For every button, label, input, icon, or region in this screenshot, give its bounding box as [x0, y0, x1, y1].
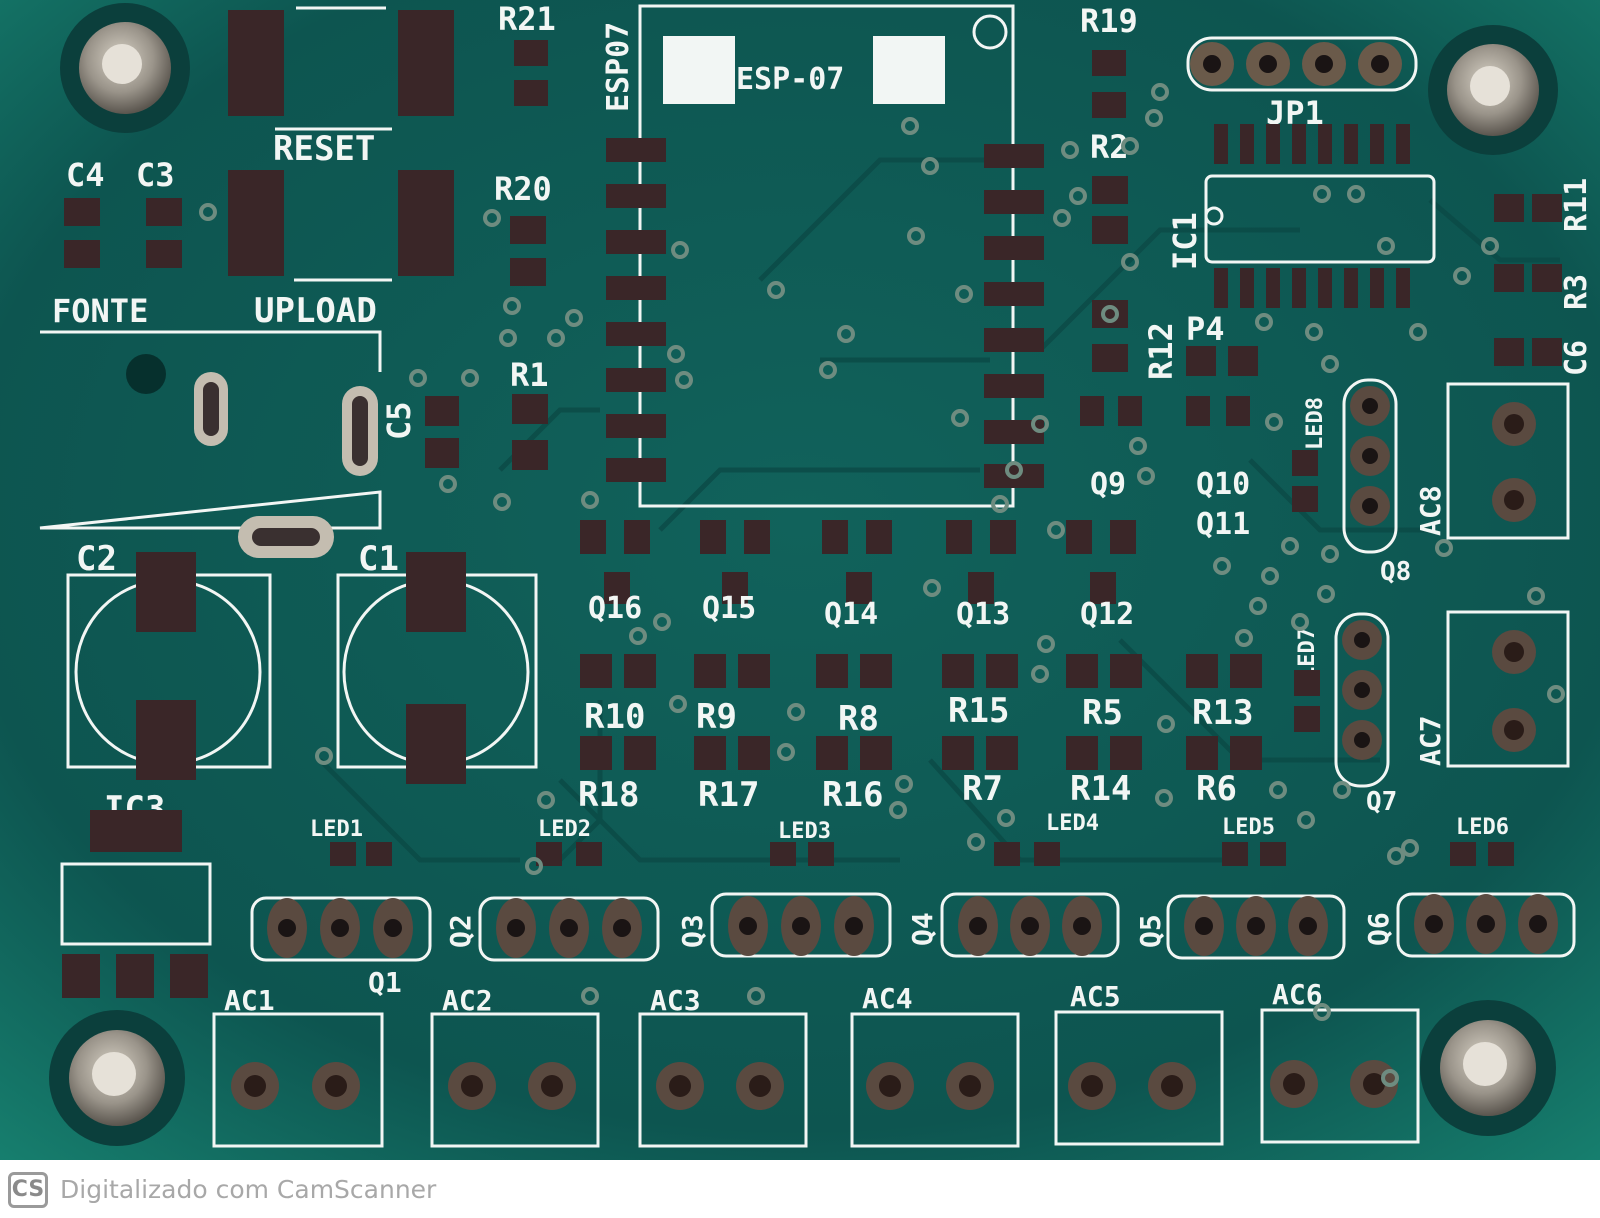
copper-traces — [318, 157, 1560, 863]
resistor-group-left: R21 R20 R1 — [494, 0, 556, 470]
q5-label: Q5 — [1134, 914, 1167, 948]
r11-label: R11 — [1559, 178, 1594, 232]
esp07-label: ESP-07 — [736, 62, 844, 97]
q10-label: Q10 — [1196, 467, 1250, 502]
q6-label: Q6 — [1362, 912, 1395, 946]
q1-label: Q1 — [368, 966, 402, 999]
c2-label: C2 — [76, 539, 117, 579]
pcb-photo: ESP-07 ESP07 RESET UPLOAD C4 C3 — [0, 0, 1600, 1160]
transistor-row-lower: Q1 Q2 Q3 Q4 Q5 Q6 — [250, 892, 1576, 999]
resistor-group-right: R19 R2 R12 — [1080, 2, 1180, 380]
ac2-label: AC2 — [442, 984, 493, 1017]
r8-label: R8 — [838, 699, 879, 739]
r18-label: R18 — [578, 775, 639, 815]
output-ac8: AC8 Q8 LED8 — [1292, 378, 1570, 587]
led8-label: LED8 — [1303, 397, 1328, 450]
transistor-row-upper: Q16 Q15 Q14 Q13 Q12 — [580, 520, 1136, 632]
led2-label: LED2 — [538, 817, 591, 842]
r16-label: R16 — [822, 775, 883, 815]
ic1-label: IC1 — [1166, 212, 1204, 270]
reset-label: RESET — [273, 129, 375, 169]
r12-label: R12 — [1142, 322, 1180, 380]
r14-label: R14 — [1070, 769, 1131, 809]
c3-label: C3 — [136, 156, 175, 194]
r21-label: R21 — [498, 0, 556, 38]
c5-label: C5 — [380, 401, 418, 440]
resistor-row-middle: R10 R9 R8 R15 R5 R13 R18 R17 R16 R7 R14 … — [578, 654, 1262, 815]
fonte-label: FONTE — [52, 292, 148, 330]
led3-label: LED3 — [778, 819, 831, 844]
esp07-side-label: ESP07 — [601, 22, 636, 112]
q9-label: Q9 — [1090, 467, 1126, 502]
q13-label: Q13 — [956, 597, 1010, 632]
electrolytic-caps: C2 C1 — [66, 539, 538, 784]
regulator-ic3: IC3 — [60, 789, 212, 998]
ac5-label: AC5 — [1070, 980, 1121, 1013]
r9-label: R9 — [696, 697, 737, 737]
led6-label: LED6 — [1456, 815, 1509, 840]
ac4-label: AC4 — [862, 982, 913, 1015]
q14-label: Q14 — [824, 597, 878, 632]
q12-label: Q12 — [1080, 597, 1134, 632]
header-jp1: JP1 — [1186, 36, 1418, 132]
ac6-label: AC6 — [1272, 978, 1323, 1011]
esp07-module: ESP-07 ESP07 — [601, 4, 1044, 508]
output-terminals-bottom: AC1 AC2 AC3 AC4 AC5 AC6 — [212, 978, 1420, 1148]
c6-label: C6 — [1559, 340, 1594, 376]
r1-label: R1 — [510, 356, 549, 394]
q11-label: Q11 — [1196, 507, 1250, 542]
q2-label: Q2 — [444, 914, 477, 948]
q15-label: Q15 — [702, 591, 756, 626]
r15-label: R15 — [948, 691, 1009, 731]
p4-label: P4 — [1186, 310, 1225, 348]
c4-label: C4 — [66, 156, 105, 194]
r5-label: R5 — [1082, 693, 1123, 733]
r20-label: R20 — [494, 170, 552, 208]
led1-label: LED1 — [310, 817, 363, 842]
camscanner-logo: CS — [8, 1172, 48, 1208]
q4-label: Q4 — [906, 912, 939, 946]
power-jack-fonte: FONTE — [39, 292, 382, 558]
q3-label: Q3 — [676, 914, 709, 948]
r17-label: R17 — [698, 775, 759, 815]
led5-label: LED5 — [1222, 815, 1275, 840]
led-row: LED1 LED2 LED3 LED4 LED5 LED6 — [310, 811, 1514, 866]
q16-label: Q16 — [588, 591, 642, 626]
output-ac7: AC7 Q7 LED7 — [1294, 610, 1570, 817]
vias — [199, 83, 1565, 1087]
caps-c3-c4: C4 C3 — [64, 156, 182, 268]
r10-label: R10 — [584, 697, 645, 737]
ac1-label: AC1 — [224, 984, 275, 1017]
q7-label: Q7 — [1366, 787, 1397, 817]
right-edge-components: R11 R3 C6 — [1494, 178, 1594, 376]
camscanner-text: Digitalizado com CamScanner — [60, 1175, 437, 1204]
upload-label: UPLOAD — [254, 291, 377, 331]
mounting-holes — [49, 3, 1558, 1146]
r6-label: R6 — [1196, 769, 1237, 809]
q8-label: Q8 — [1380, 557, 1411, 587]
r13-label: R13 — [1192, 693, 1253, 733]
transistors-q9-q11: Q9 Q10 Q11 — [1080, 346, 1258, 542]
tact-switches: RESET UPLOAD — [228, 6, 454, 331]
led4-label: LED4 — [1046, 811, 1099, 836]
ac7-label: AC7 — [1414, 715, 1447, 766]
scanner-watermark: CS Digitalizado com CamScanner — [0, 1160, 1600, 1218]
chip-ic1: IC1 — [1166, 124, 1436, 308]
cap-c5: C5 — [380, 396, 459, 468]
r19-label: R19 — [1080, 2, 1138, 40]
r7-label: R7 — [962, 769, 1003, 809]
r3-label: R3 — [1559, 274, 1594, 310]
ac8-label: AC8 — [1414, 485, 1447, 536]
c1-label: C1 — [358, 539, 399, 579]
ac3-label: AC3 — [650, 984, 701, 1017]
